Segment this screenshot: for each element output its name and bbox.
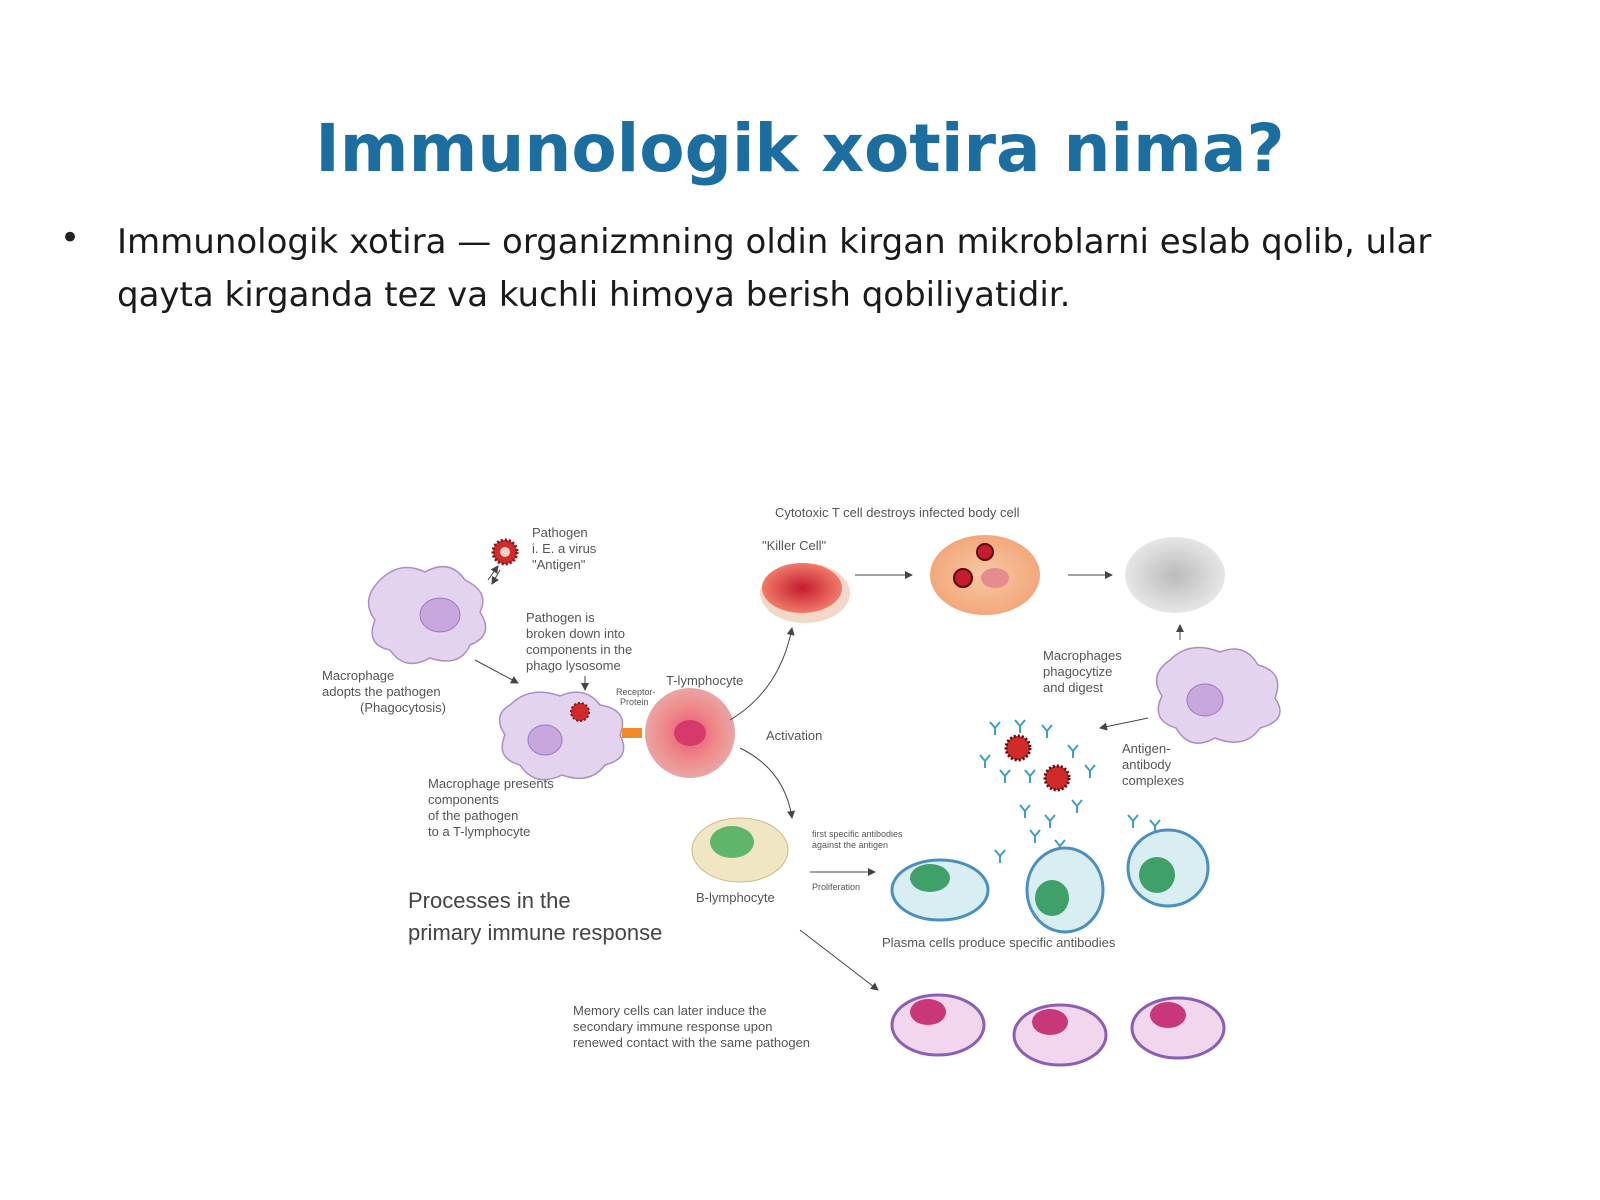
memory-cell-1 (890, 993, 986, 1057)
macrophage-presenting (498, 691, 625, 781)
label-memory-cells: Memory cells can later induce the second… (573, 1003, 810, 1050)
infected-body-cell (930, 535, 1040, 615)
label-proliferation: Proliferation (812, 882, 860, 892)
b-lymphocyte-cell (691, 817, 789, 883)
plasma-cell-1 (890, 858, 990, 922)
arrow-to-b-cell (739, 747, 795, 819)
label-cytotoxic: Cytotoxic T cell destroys infected body … (775, 505, 1020, 520)
immune-response-diagram: Pathogen i. E. a virus "Antigen" Macroph… (322, 505, 1281, 1067)
label-pathogen: Pathogen i. E. a virus "Antigen" (532, 525, 600, 572)
destroyed-cell (1125, 537, 1225, 613)
label-first-antibodies: first specific antibodies against the an… (812, 829, 905, 850)
arrow-to-killer (729, 627, 795, 721)
killer-cell (760, 563, 850, 623)
label-plasma-cells: Plasma cells produce specific antibodies (882, 935, 1116, 950)
label-activation: Activation (766, 728, 822, 743)
bullet-marker: • (60, 218, 81, 258)
receptor-protein (622, 728, 642, 738)
label-b-lymphocyte: B-lymphocyte (696, 890, 775, 905)
arrow-to-macrophage (474, 659, 519, 684)
macrophage-right (1155, 646, 1281, 744)
antigen-antibody-complexes (979, 719, 1161, 863)
virus-icon (491, 538, 519, 566)
t-lymphocyte-cell (645, 688, 735, 778)
plasma-cell-2 (1025, 846, 1105, 934)
label-killer-cell: "Killer Cell" (762, 538, 827, 553)
arrow-pathogen-out (491, 569, 501, 585)
label-pathogen-broken: Pathogen is broken down into components … (526, 610, 636, 673)
diagram-caption: Processes in the primary immune response (408, 888, 662, 945)
label-macrophages-phago: Macrophages phagocytize and digest (1043, 648, 1125, 695)
arrow-pathogen-in (487, 565, 499, 581)
bullet-text: Immunologik xotira — organizmning oldin … (117, 222, 1432, 315)
memory-cell-2 (1012, 1003, 1108, 1067)
label-antigen-antibody: Antigen- antibody complexes (1122, 741, 1185, 788)
arrow-to-memory (799, 929, 879, 991)
label-macrophage-presents: Macrophage presents components of the pa… (428, 776, 557, 839)
label-receptor: Receptor- Protein (616, 687, 658, 707)
memory-cell-3 (1130, 996, 1226, 1060)
label-t-lymphocyte: T-lymphocyte (666, 673, 743, 688)
slide-title: Immunologik xotira nima? (315, 110, 1285, 187)
arrow-macrophage-to-complex (1099, 717, 1149, 731)
label-macrophage-adopts: Macrophage adopts the pathogen (Phagocyt… (322, 668, 446, 715)
macrophage-top (367, 565, 487, 665)
plasma-cell-3 (1126, 828, 1210, 908)
